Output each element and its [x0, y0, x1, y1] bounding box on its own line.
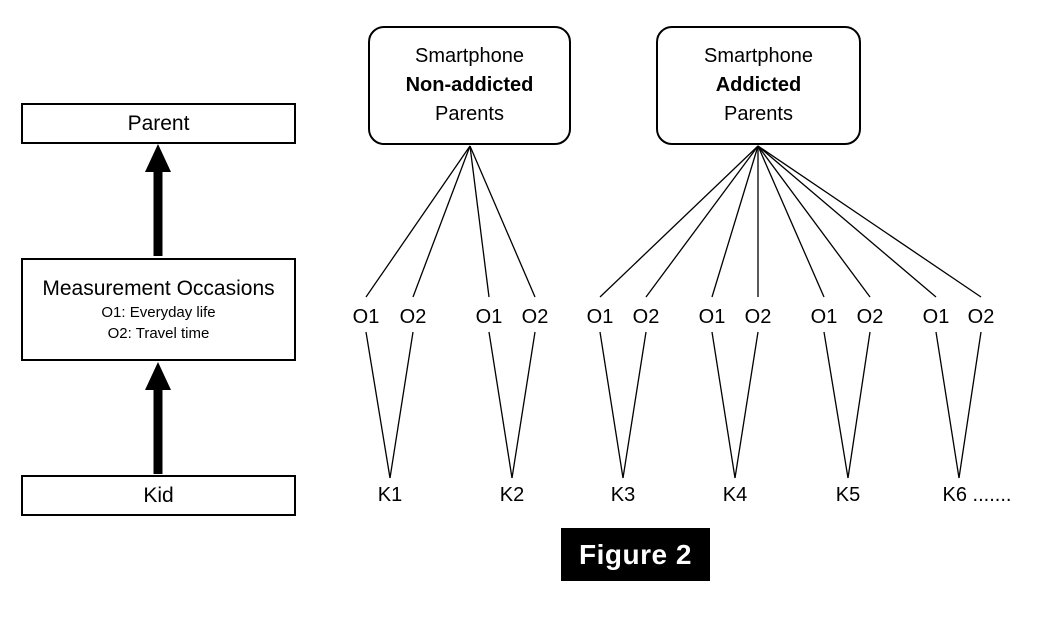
- kid-node-k4: K4: [722, 484, 748, 506]
- occasion-node-4: O2: [521, 306, 549, 328]
- arrow-kid-to-measure: [145, 362, 171, 474]
- kid-node-k1: K1: [377, 484, 403, 506]
- occasion-node-1: O1: [352, 306, 380, 328]
- group-non-addicted-line1: Smartphone: [415, 45, 524, 67]
- group-box-addicted-parents: Smartphone Addicted Parents: [656, 26, 861, 145]
- occasion-node-10: O2: [856, 306, 884, 328]
- group-addicted-line2: Addicted: [715, 74, 802, 96]
- figure-caption: Figure 2: [561, 528, 710, 581]
- box-parent-title: Parent: [127, 111, 190, 135]
- box-kid-title: Kid: [143, 483, 174, 507]
- occasion-node-3: O1: [475, 306, 503, 328]
- kid-node-k6: K6 .......: [942, 484, 1012, 506]
- group-addicted-line3: Parents: [724, 103, 793, 125]
- occasion-node-11: O1: [922, 306, 950, 328]
- box-measurement-occasions: Measurement Occasions O1: Everyday life …: [21, 258, 296, 361]
- box-parent: Parent: [21, 103, 296, 144]
- occasion-node-5: O1: [586, 306, 614, 328]
- measurement-occasion-o2: O2: Travel time: [107, 324, 210, 342]
- occasion-node-2: O2: [399, 306, 427, 328]
- occasion-node-12: O2: [967, 306, 995, 328]
- v-connectors-occasions-to-kids: [365, 331, 982, 479]
- kid-node-k3: K3: [610, 484, 636, 506]
- group-box-non-addicted-parents: Smartphone Non-addicted Parents: [368, 26, 571, 145]
- fan-lines-addicted: [599, 145, 982, 298]
- group-non-addicted-line3: Parents: [435, 103, 504, 125]
- box-kid: Kid: [21, 475, 296, 516]
- measurement-occasion-o1: O1: Everyday life: [101, 303, 216, 321]
- occasion-node-6: O2: [632, 306, 660, 328]
- kid-node-k5: K5: [835, 484, 861, 506]
- group-non-addicted-line2: Non-addicted: [405, 74, 534, 96]
- box-measurement-occasions-title: Measurement Occasions: [42, 276, 275, 300]
- occasion-node-9: O1: [810, 306, 838, 328]
- fan-lines-non-addicted: [365, 145, 536, 298]
- kid-node-k2: K2: [499, 484, 525, 506]
- group-addicted-line1: Smartphone: [704, 45, 813, 67]
- occasion-node-7: O1: [698, 306, 726, 328]
- arrow-measure-to-parent: [145, 144, 171, 256]
- occasion-node-8: O2: [744, 306, 772, 328]
